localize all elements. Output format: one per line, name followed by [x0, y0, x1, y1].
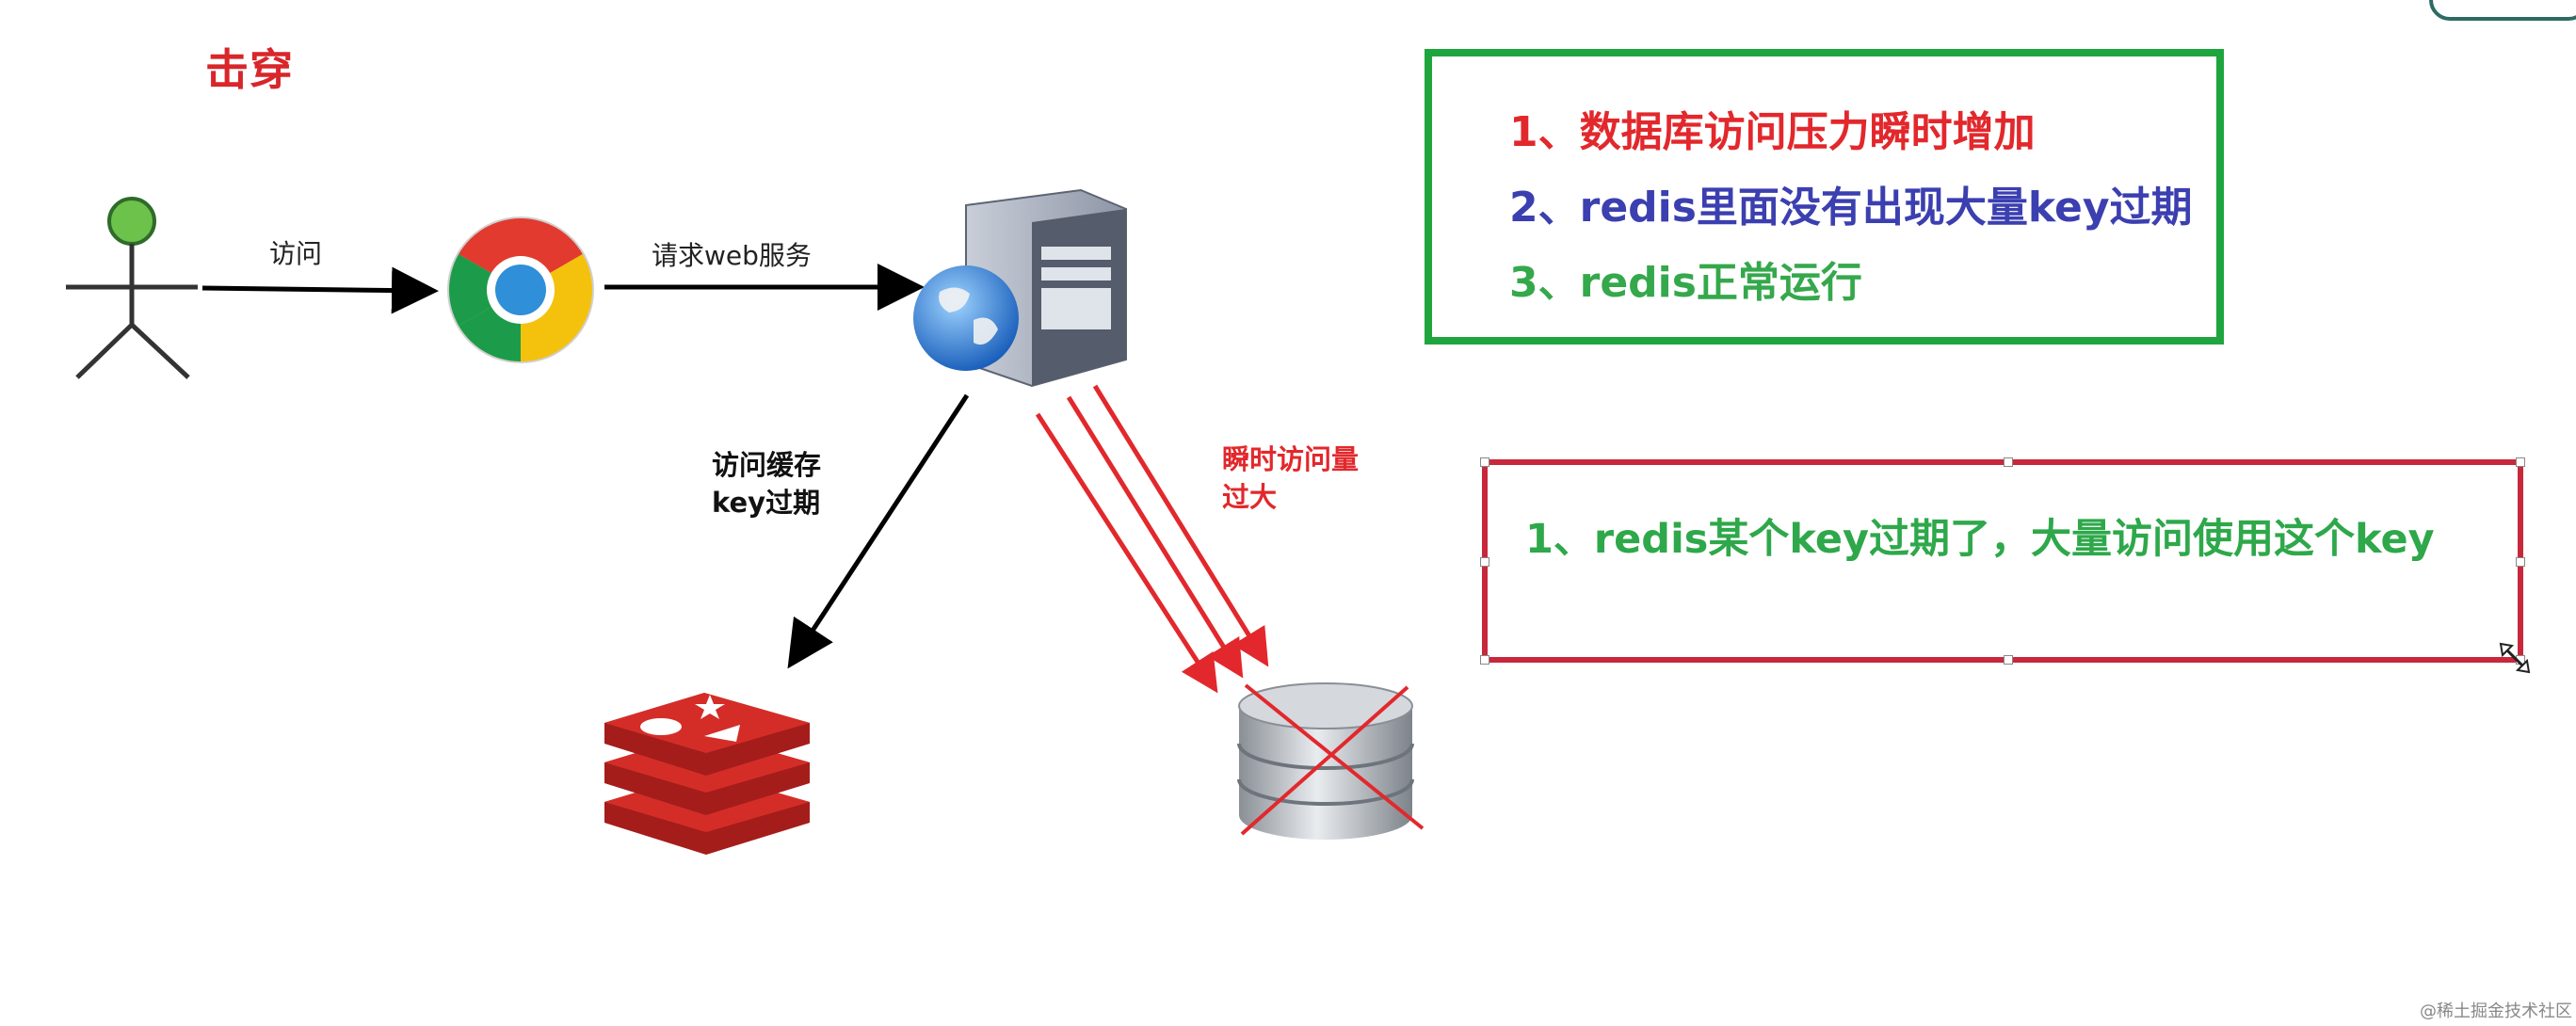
cause-text: 1、redis某个key过期了，大量访问使用这个key [1525, 516, 2435, 563]
resize-cursor-icon [2499, 642, 2531, 674]
edge-label-burst-line1: 瞬时访问量 [1222, 443, 1360, 475]
edge-label-cache-expired: 访问缓存 key过期 [712, 446, 821, 521]
resize-handle-bottom-left[interactable] [1480, 655, 1489, 665]
edge-label-cache-line2: key过期 [712, 487, 821, 519]
condition-2: 2、redis里面没有出现大量key过期 [1509, 184, 2193, 232]
resize-handle-top-right[interactable] [2516, 457, 2525, 467]
cross-icon [1240, 683, 1425, 836]
web-server-icon [913, 188, 1127, 388]
database-icon [1237, 682, 1414, 840]
edge-label-web-request: 请求web服务 [652, 240, 812, 271]
resize-handle-bottom[interactable] [2004, 655, 2013, 665]
edge-label-cache-line1: 访问缓存 [712, 449, 822, 481]
resize-handle-right[interactable] [2516, 557, 2525, 567]
arrow-user-to-browser [201, 266, 439, 314]
arrow-burst-3 [1092, 384, 1269, 667]
redis-icon [604, 693, 810, 855]
resize-handle-top-left[interactable] [1480, 457, 1489, 467]
edge-label-access: 访问 [269, 238, 323, 269]
diagram-title: 击穿 [205, 44, 294, 95]
edge-label-burst-line2: 过大 [1222, 481, 1278, 513]
conditions-box: 1、数据库访问压力瞬时增加 2、redis里面没有出现大量key过期 3、red… [1425, 49, 2224, 345]
edge-label-burst: 瞬时访问量 过大 [1222, 441, 1359, 516]
condition-1: 1、数据库访问压力瞬时增加 [1509, 108, 2036, 156]
toolbar-widget[interactable] [2429, 0, 2576, 21]
watermark: @稀土掘金技术社区 [2420, 1002, 2572, 1021]
chrome-browser-icon [447, 216, 594, 363]
arrow-burst-2 [1066, 395, 1244, 679]
arrow-burst-1 [1035, 412, 1218, 694]
condition-3: 3、redis正常运行 [1509, 259, 1862, 307]
resize-handle-left[interactable] [1480, 557, 1489, 567]
resize-handle-top[interactable] [2004, 457, 2013, 467]
user-icon [66, 197, 198, 379]
cause-textbox[interactable]: 1、redis某个key过期了，大量访问使用这个key [1480, 457, 2525, 665]
arrow-server-to-redis [787, 393, 970, 669]
